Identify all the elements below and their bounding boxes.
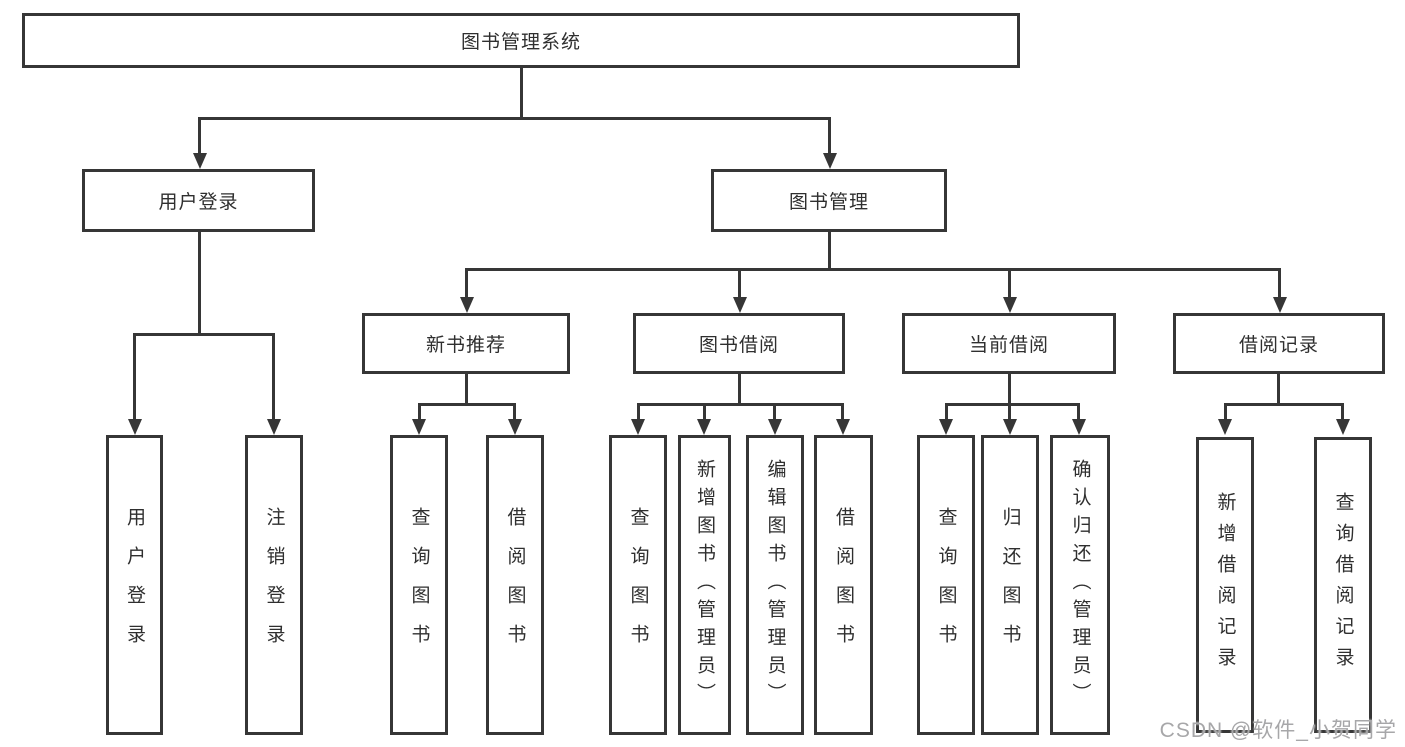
arrow-down-icon: [1273, 297, 1287, 313]
connector-line: [637, 403, 640, 421]
connector-line: [1224, 403, 1227, 421]
connector-line: [828, 232, 831, 271]
connector-line: [945, 403, 948, 421]
arrow-down-icon: [267, 419, 281, 435]
connector-line: [1224, 403, 1344, 406]
leaf-current-query-books: 查询图书: [917, 435, 975, 735]
node-root-label: 图书管理系统: [460, 32, 581, 53]
node-book-borrowing-label: 图书借阅: [698, 335, 779, 356]
connector-line: [418, 403, 516, 406]
leaf-newbook-query-books-label: 查询图书: [408, 507, 430, 663]
leaf-confirm-return-admin: 确认归还（管理员）: [1050, 435, 1110, 735]
connector-line: [198, 117, 831, 120]
connector-line: [272, 333, 275, 422]
arrow-down-icon: [1218, 419, 1232, 435]
leaf-add-borrow-record: 新增借阅记录: [1196, 437, 1254, 733]
connector-line: [418, 403, 421, 421]
watermark: CSDN @软件_小贺同学: [1159, 719, 1397, 742]
leaf-logout-label: 注销登录: [263, 507, 285, 663]
connector-line: [703, 403, 706, 421]
arrow-down-icon: [697, 419, 711, 435]
node-new-book-recommend-label: 新书推荐: [425, 335, 506, 356]
arrow-down-icon: [1336, 419, 1350, 435]
arrow-down-icon: [631, 419, 645, 435]
node-new-book-recommend: 新书推荐: [362, 313, 570, 374]
leaf-add-books-admin: 新增图书（管理员）: [678, 435, 731, 735]
node-borrowing-records-label: 借阅记录: [1238, 335, 1319, 356]
node-book-management-label: 图书管理: [788, 192, 869, 213]
node-book-management: 图书管理: [711, 169, 947, 232]
leaf-query-borrow-record-label: 查询借阅记录: [1332, 492, 1354, 678]
node-root: 图书管理系统: [22, 13, 1020, 68]
connector-line: [465, 268, 1281, 271]
leaf-borrow-query-books: 查询图书: [609, 435, 667, 735]
leaf-current-query-books-label: 查询图书: [935, 507, 957, 663]
arrow-down-icon: [768, 419, 782, 435]
leaf-return-books-label: 归还图书: [999, 507, 1021, 663]
arrow-down-icon: [128, 419, 142, 435]
node-user-login: 用户登录: [82, 169, 315, 232]
leaf-user-login: 用户登录: [106, 435, 163, 735]
node-book-borrowing: 图书借阅: [633, 313, 845, 374]
arrow-down-icon: [193, 153, 207, 169]
arrow-down-icon: [823, 153, 837, 169]
leaf-newbook-borrow-books: 借阅图书: [486, 435, 544, 735]
connector-line: [465, 374, 468, 406]
leaf-borrow-books-label: 借阅图书: [833, 507, 854, 663]
connector-line: [773, 403, 776, 421]
connector-line: [465, 268, 468, 299]
leaf-add-books-admin-label: 新增图书（管理员）: [694, 459, 715, 711]
connector-line: [945, 403, 1080, 406]
connector-line: [198, 117, 201, 156]
leaf-user-login-label: 用户登录: [124, 507, 145, 663]
connector-line: [637, 403, 844, 406]
arrow-down-icon: [412, 419, 426, 435]
connector-line: [828, 117, 831, 156]
node-user-login-label: 用户登录: [158, 192, 239, 213]
node-borrowing-records: 借阅记录: [1173, 313, 1385, 374]
leaf-add-borrow-record-label: 新增借阅记录: [1214, 492, 1236, 678]
connector-line: [1278, 268, 1281, 299]
connector-line: [520, 68, 523, 120]
node-current-borrowing: 当前借阅: [902, 313, 1116, 374]
connector-line: [133, 333, 136, 422]
leaf-query-borrow-record: 查询借阅记录: [1314, 437, 1372, 733]
connector-line: [1008, 403, 1011, 421]
arrow-down-icon: [1072, 419, 1086, 435]
leaf-logout: 注销登录: [245, 435, 303, 735]
arrow-down-icon: [1003, 297, 1017, 313]
arrow-down-icon: [1003, 419, 1017, 435]
connector-line: [841, 403, 844, 421]
leaf-borrow-books: 借阅图书: [814, 435, 873, 735]
connector-line: [1341, 403, 1344, 421]
connector-line: [1277, 374, 1280, 406]
leaf-return-books: 归还图书: [981, 435, 1039, 735]
leaf-confirm-return-admin-label: 确认归还（管理员）: [1069, 459, 1091, 711]
connector-line: [1008, 268, 1011, 299]
leaf-newbook-borrow-books-label: 借阅图书: [504, 507, 526, 663]
connector-line: [1077, 403, 1080, 421]
leaf-borrow-query-books-label: 查询图书: [627, 507, 649, 663]
connector-line: [198, 232, 201, 336]
arrow-down-icon: [836, 419, 850, 435]
arrow-down-icon: [939, 419, 953, 435]
arrow-down-icon: [733, 297, 747, 313]
leaf-edit-books-admin: 编辑图书（管理员）: [746, 435, 804, 735]
connector-line: [738, 268, 741, 299]
connector-line: [133, 333, 275, 336]
leaf-edit-books-admin-label: 编辑图书（管理员）: [764, 459, 786, 711]
connector-line: [513, 403, 516, 421]
leaf-newbook-query-books: 查询图书: [390, 435, 448, 735]
node-current-borrowing-label: 当前借阅: [968, 335, 1049, 356]
connector-line: [1008, 374, 1011, 406]
connector-line: [738, 374, 741, 406]
arrow-down-icon: [460, 297, 474, 313]
arrow-down-icon: [508, 419, 522, 435]
